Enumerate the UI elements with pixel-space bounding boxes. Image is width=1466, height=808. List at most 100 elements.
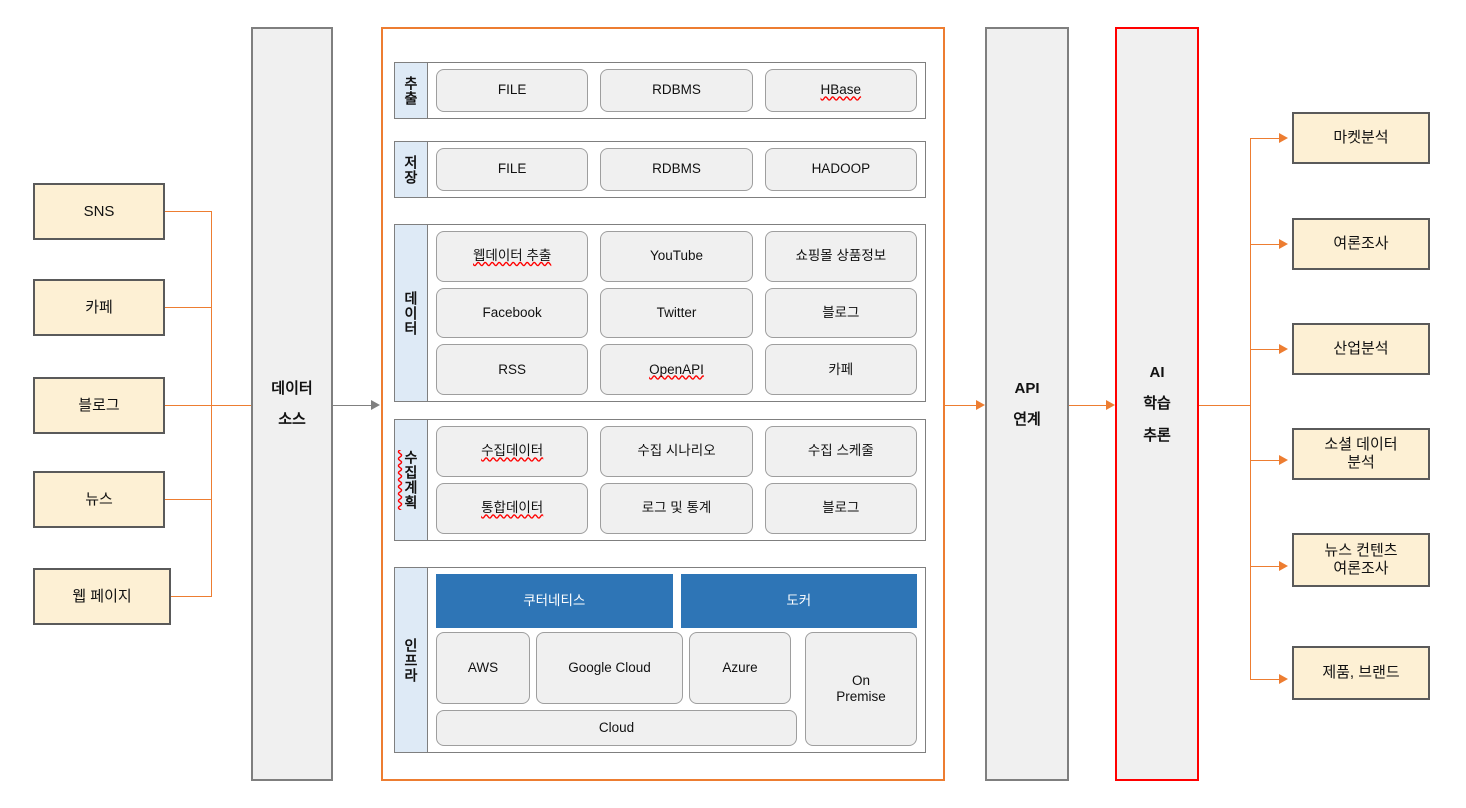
chip-rdbms[interactable]: RDBMS	[600, 69, 753, 112]
section-extract[interactable]: 추출 FILE RDBMS HBase	[394, 62, 926, 119]
pillar-line-2: 학습	[1143, 395, 1171, 413]
connector-ai-to-bus	[1199, 405, 1251, 406]
chip-label: FILE	[497, 161, 527, 177]
section-data[interactable]: 데이터 웹데이터 추출 YouTube 쇼핑몰 상품정보 Facebook	[394, 224, 926, 402]
connector-news	[165, 499, 212, 500]
output-label-line2: 여론조사	[1333, 560, 1389, 577]
chip-kubernetes[interactable]: 쿠터네티스	[436, 574, 673, 628]
source-box-webpage[interactable]: 웹 페이지	[33, 568, 171, 625]
chip-facebook[interactable]: Facebook	[436, 287, 589, 339]
chip-docker[interactable]: 도커	[680, 574, 917, 628]
output-box-social-data-analysis[interactable]: 소셜 데이터 분석	[1292, 428, 1430, 480]
chip-file[interactable]: FILE	[436, 69, 589, 112]
chip-shopping-mall-product-info[interactable]: 쇼핑몰 상품정보	[764, 231, 917, 282]
arrow-to-ai	[1106, 400, 1115, 410]
output-box-industry-analysis[interactable]: 산업분석	[1292, 323, 1430, 375]
chip-blog[interactable]: 블로그	[764, 483, 917, 534]
pillar-ai[interactable]: AI 학습 추론	[1115, 27, 1199, 781]
chip-label: RDBMS	[652, 161, 701, 177]
pillar-line-3: 추론	[1143, 426, 1171, 444]
pipeline-panel: 추출 FILE RDBMS HBase 저장	[381, 27, 945, 781]
pillar-api[interactable]: API 연계	[985, 27, 1069, 781]
arrow-to-api	[976, 400, 985, 410]
pillar-line-1: AI	[1149, 363, 1165, 381]
connector-blog	[165, 405, 212, 406]
chip-youtube[interactable]: YouTube	[600, 231, 753, 282]
section-infra[interactable]: 인프라 쿠터네티스 도커 AWS	[394, 567, 926, 753]
section-label-data: 데이터	[395, 225, 428, 401]
chip-row: 수집데이터 수집 시나리오 수집 스케줄	[436, 426, 917, 477]
chip-row: FILE RDBMS HBase	[436, 69, 917, 112]
connector-out-2	[1250, 244, 1282, 245]
connector-cafe	[165, 307, 212, 308]
chip-hbase[interactable]: HBase	[764, 69, 917, 112]
connector-sns	[165, 211, 212, 212]
arrow-out-5	[1279, 561, 1288, 571]
section-body-data: 웹데이터 추출 YouTube 쇼핑몰 상품정보 Facebook Twitte…	[428, 225, 925, 401]
chip-openapi[interactable]: OpenAPI	[600, 344, 753, 396]
chip-label-line2: Premise	[836, 689, 886, 704]
source-label: 카페	[85, 298, 113, 316]
chip-label: YouTube	[649, 248, 704, 264]
chip-label: Google Cloud	[568, 659, 651, 675]
chip-blog[interactable]: 블로그	[764, 287, 917, 339]
chip-label: 통합데이터	[481, 500, 544, 516]
output-box-news-content-opinion[interactable]: 뉴스 컨텐츠 여론조사	[1292, 533, 1430, 587]
chip-collection-data[interactable]: 수집데이터	[436, 426, 589, 477]
output-box-market-analysis[interactable]: 마켓분석	[1292, 112, 1430, 164]
output-box-public-opinion-survey[interactable]: 여론조사	[1292, 218, 1430, 270]
connector-webpage	[171, 596, 212, 597]
source-label: SNS	[83, 202, 115, 220]
chip-label: 수집데이터	[481, 443, 544, 459]
pillar-line-1: API	[1014, 379, 1040, 397]
chip-log-and-statistics[interactable]: 로그 및 통계	[600, 483, 753, 534]
section-body-infra: 쿠터네티스 도커 AWS Google Cloud	[428, 568, 925, 752]
chip-label: 로그 및 통계	[641, 500, 712, 516]
source-box-sns[interactable]: SNS	[33, 183, 165, 240]
chip-label: FILE	[497, 82, 527, 98]
source-box-blog[interactable]: 블로그	[33, 377, 165, 434]
chip-label: 쇼핑몰 상품정보	[795, 248, 887, 264]
chip-google-cloud[interactable]: Google Cloud	[536, 632, 683, 704]
connector-api-to-ai	[1069, 405, 1111, 406]
chip-cafe[interactable]: 카페	[764, 344, 917, 396]
source-box-news[interactable]: 뉴스	[33, 471, 165, 528]
chip-label: 수집 스케줄	[807, 443, 874, 459]
connector-left-bus	[211, 211, 212, 597]
section-collection-plan[interactable]: 수집계획 수집데이터 수집 시나리오 수집 스케줄 통합데이터	[394, 419, 926, 541]
chip-label-line1: On	[851, 672, 870, 688]
chip-azure[interactable]: Azure	[689, 632, 791, 704]
chip-file[interactable]: FILE	[436, 148, 589, 191]
output-box-product-brand[interactable]: 제품, 브랜드	[1292, 646, 1430, 700]
chip-on-premise[interactable]: On Premise	[805, 632, 917, 746]
chip-twitter[interactable]: Twitter	[600, 287, 753, 339]
chip-label: AWS	[467, 659, 499, 675]
chip-collection-schedule[interactable]: 수집 스케줄	[764, 426, 917, 477]
source-label: 웹 페이지	[72, 587, 132, 605]
connector-out-5	[1250, 566, 1282, 567]
section-body-collection-plan: 수집데이터 수집 시나리오 수집 스케줄 통합데이터 로그 및 통계	[428, 420, 925, 540]
infra-provider-row: AWS Google Cloud Azure	[436, 632, 797, 704]
source-label: 블로그	[78, 396, 120, 414]
chip-collection-scenario[interactable]: 수집 시나리오	[600, 426, 753, 477]
chip-rss[interactable]: RSS	[436, 344, 589, 396]
chip-integrated-data[interactable]: 통합데이터	[436, 483, 589, 534]
pillar-data-source[interactable]: 데이터 소스	[251, 27, 333, 781]
output-label: 산업분석	[1333, 340, 1389, 357]
chip-aws[interactable]: AWS	[436, 632, 530, 704]
chip-label: Facebook	[482, 304, 542, 320]
chip-label: OpenAPI	[649, 361, 704, 377]
chip-hadoop[interactable]: HADOOP	[764, 148, 917, 191]
output-label: 제품, 브랜드	[1322, 664, 1400, 681]
chip-row: 웹데이터 추출 YouTube 쇼핑몰 상품정보	[436, 231, 917, 282]
chip-web-data-extract[interactable]: 웹데이터 추출	[436, 231, 589, 282]
section-storage[interactable]: 저장 FILE RDBMS HADOOP	[394, 141, 926, 198]
section-label-collection-plan: 수집계획	[395, 420, 428, 540]
chip-rdbms[interactable]: RDBMS	[600, 148, 753, 191]
chip-label: 블로그	[822, 500, 860, 516]
chip-row: FILE RDBMS HADOOP	[436, 148, 917, 191]
source-box-cafe[interactable]: 카페	[33, 279, 165, 336]
connector-datasource-to-pipeline	[333, 405, 373, 406]
arrow-out-2	[1279, 239, 1288, 249]
chip-cloud[interactable]: Cloud	[436, 710, 797, 746]
